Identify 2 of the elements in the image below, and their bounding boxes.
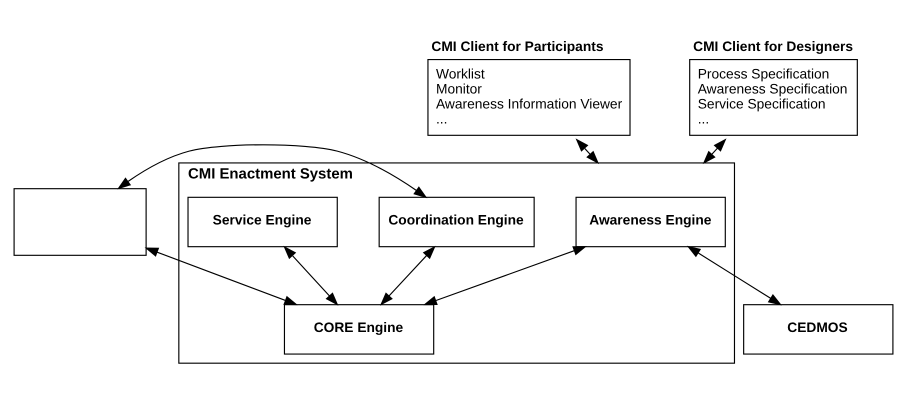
- node-label: CMI Client for Participants: [430, 38, 603, 54]
- node-label: CMI Client for Designers: [692, 38, 853, 54]
